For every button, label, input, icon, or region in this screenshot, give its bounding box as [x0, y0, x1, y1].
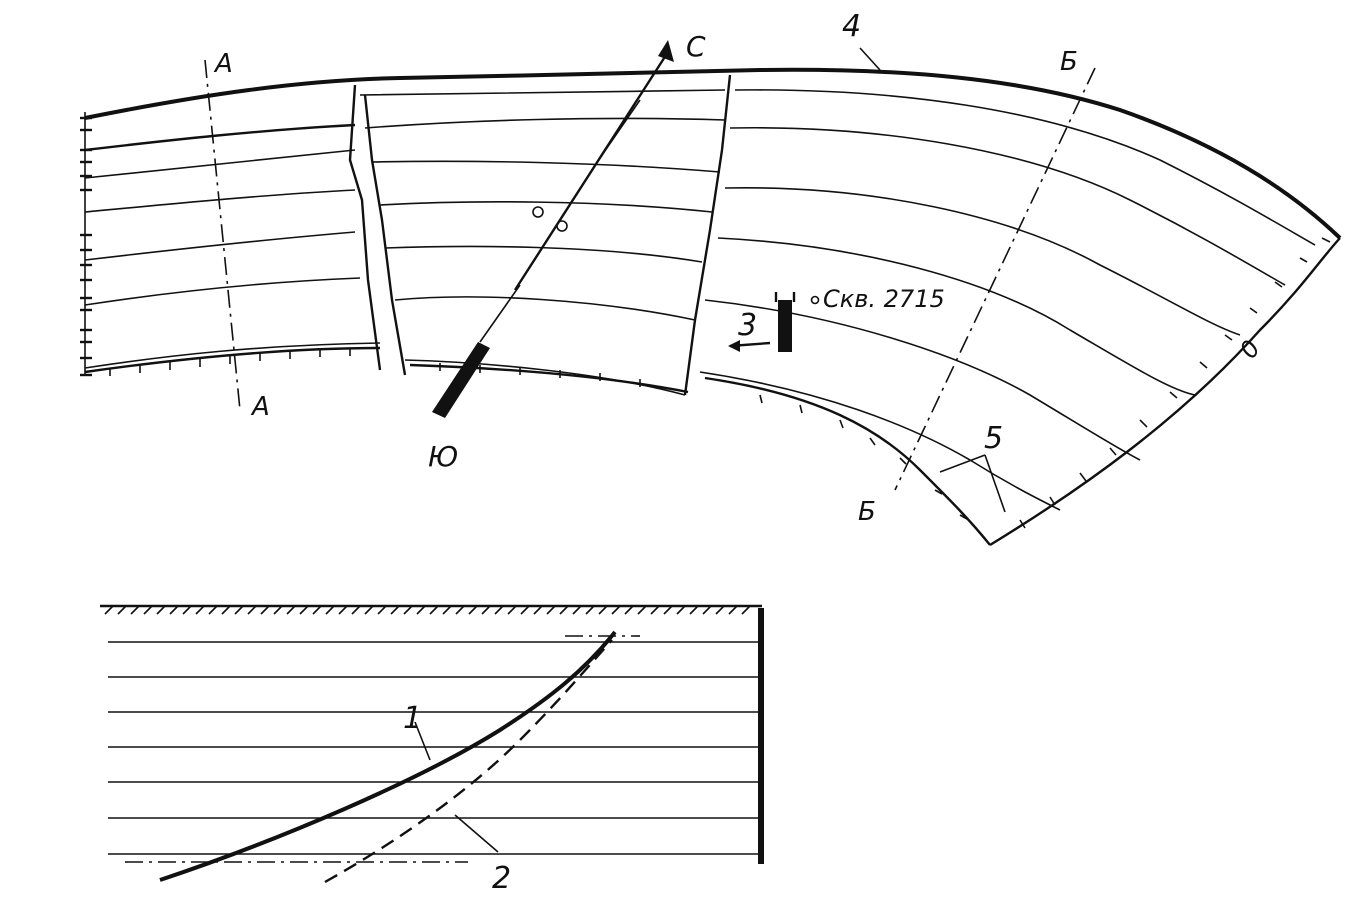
- callout-1-leader: [414, 721, 431, 761]
- plan-view: А А Б Б С Ю 4 5 3 Скв. 2715 0: [80, 9, 1342, 547]
- south-boundary-left: [84, 346, 381, 374]
- label-section-b-top: Б: [1060, 47, 1078, 77]
- section-right-boundary: [758, 608, 764, 864]
- callout-3: 3: [738, 308, 757, 343]
- callout-1: 1: [403, 701, 422, 736]
- left-edge-marks: [80, 116, 92, 377]
- label-section-a-top: А: [213, 49, 233, 79]
- callout-2-leader: [454, 814, 499, 853]
- object-3-symbol: [728, 292, 796, 352]
- point-marker: [556, 220, 568, 232]
- section-layers: [108, 641, 758, 855]
- north-arrow: [513, 40, 674, 291]
- callout-4-leader: [859, 47, 881, 71]
- point-marker: [532, 206, 544, 218]
- surface-hatching: [104, 605, 751, 615]
- cross-section: 1 2: [100, 604, 764, 896]
- callout-5-leader: [939, 454, 986, 473]
- borehole-marker: [810, 295, 820, 305]
- outer-contour-line: [84, 67, 1342, 240]
- section-line-b: [894, 67, 1096, 491]
- label-section-b-bottom: Б: [858, 497, 876, 527]
- callout-5-leader: [984, 454, 1006, 513]
- south-pointer: [432, 284, 521, 418]
- fault-curve-1: [159, 630, 617, 882]
- label-north: С: [686, 30, 706, 63]
- label-section-a-bottom: А: [250, 392, 270, 422]
- scale-ticks: [109, 237, 1331, 529]
- section-line-a: [204, 59, 241, 411]
- right-block-layers: [699, 89, 1341, 547]
- callout-5: 5: [984, 421, 1003, 456]
- south-boundary-middle: [409, 363, 689, 394]
- fault-curve-2: [324, 639, 613, 884]
- callout-2: 2: [492, 861, 511, 896]
- callout-4: 4: [842, 9, 861, 44]
- label-south: Ю: [428, 440, 458, 473]
- label-borehole: Скв. 2715: [823, 285, 945, 313]
- middle-block-layers: [348, 74, 732, 396]
